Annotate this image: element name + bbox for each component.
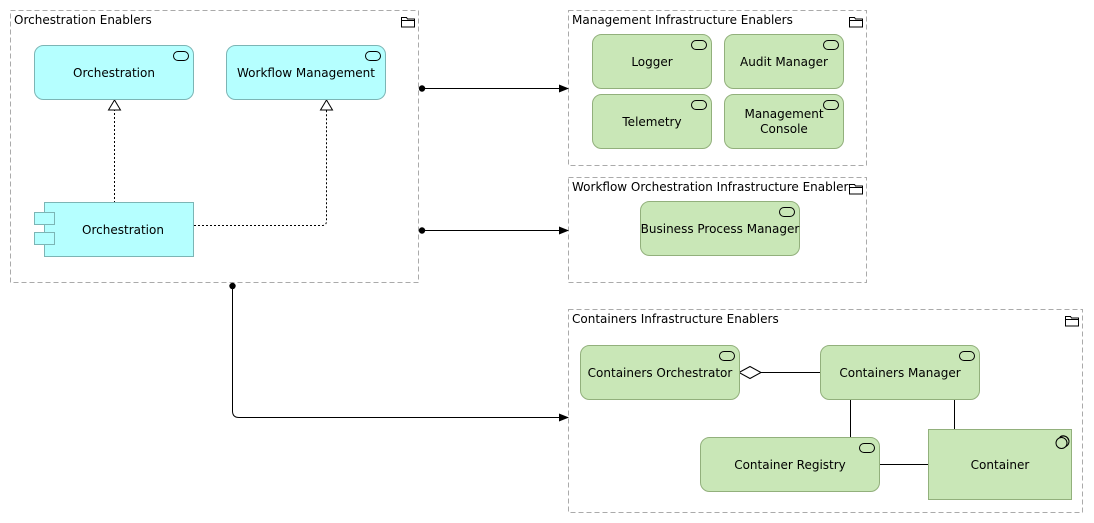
node-workflow-management-service[interactable]: Workflow Management [226, 45, 386, 100]
node-container-registry[interactable]: Container Registry [700, 437, 880, 492]
folder-icon [849, 184, 863, 195]
service-icon [173, 51, 189, 61]
node-label: Orchestration [82, 223, 164, 237]
node-business-process-manager[interactable]: Business Process Manager [640, 201, 800, 256]
realization-arrowhead [107, 99, 122, 111]
realization-arrowhead [319, 99, 334, 111]
node-logger[interactable]: Logger [592, 34, 712, 89]
triggering-line-containers[interactable] [229, 282, 569, 422]
node-containers-manager[interactable]: Containers Manager [820, 345, 980, 400]
group-title: Containers Infrastructure Enablers [572, 312, 779, 326]
service-icon [365, 51, 381, 61]
node-label: Logger [631, 55, 672, 69]
service-icon [823, 100, 839, 110]
node-label-line-2: Console [760, 122, 808, 136]
relations [107, 84, 955, 465]
node-label: Container [971, 458, 1030, 472]
node-label: Workflow Management [237, 66, 375, 80]
service-icon [859, 443, 875, 453]
group-title: Orchestration Enablers [14, 13, 152, 27]
node-management-console[interactable]: Management Console [724, 94, 844, 149]
node-orchestration-component[interactable]: Orchestration [34, 202, 194, 257]
node-container[interactable]: Container [928, 429, 1072, 500]
node-label-line-1: Management [744, 107, 823, 121]
node-containers-orchestrator[interactable]: Containers Orchestrator [580, 345, 740, 400]
folder-icon [401, 17, 415, 28]
node-label: Containers Manager [839, 366, 960, 380]
service-icon [691, 40, 707, 50]
service-icon [823, 40, 839, 50]
node-label: Container Registry [734, 458, 846, 472]
node-label: Audit Manager [740, 55, 828, 69]
node-label: Business Process Manager [641, 222, 800, 236]
folder-icon [1065, 316, 1079, 327]
service-icon [691, 100, 707, 110]
service-icon [959, 351, 975, 361]
group-title: Management Infrastructure Enablers [572, 13, 793, 27]
service-icon [719, 351, 735, 361]
folder-icon [849, 17, 863, 28]
node-audit-manager[interactable]: Audit Manager [724, 34, 844, 89]
component-icon [34, 212, 55, 245]
realization-line[interactable] [194, 106, 327, 226]
node-label: Containers Orchestrator [588, 366, 733, 380]
node-telemetry[interactable]: Telemetry [592, 94, 712, 149]
node-orchestration-service[interactable]: Orchestration [34, 45, 194, 100]
system-software-icon [1055, 435, 1070, 449]
node-label: Telemetry [621, 115, 681, 129]
node-label: Orchestration [73, 66, 155, 80]
service-icon [779, 207, 795, 217]
aggregation-diamond [737, 365, 763, 380]
group-title: Workflow Orchestration Infrastructure En… [572, 180, 855, 194]
